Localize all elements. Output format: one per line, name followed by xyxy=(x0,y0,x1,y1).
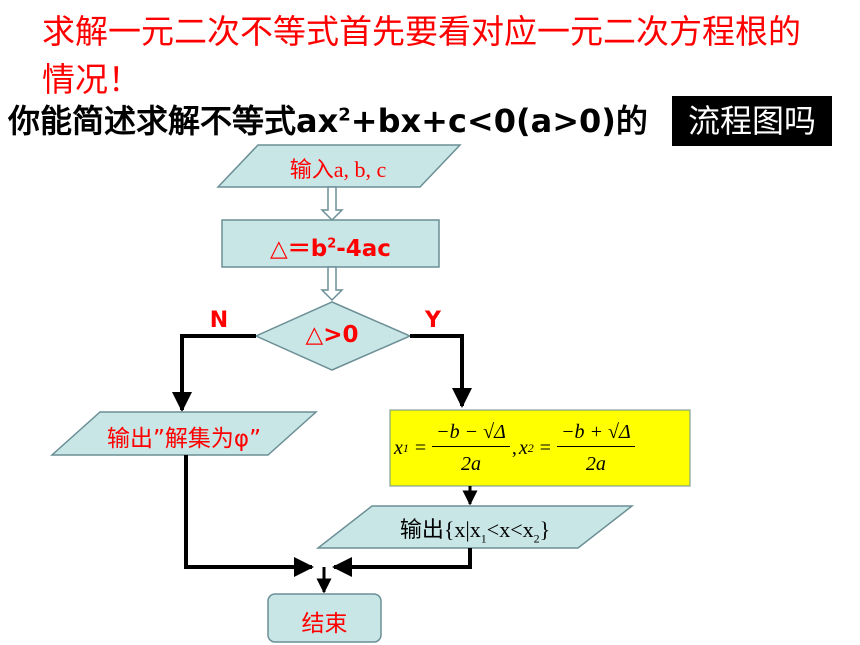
question-prefix: 你能简述求解不等式ax xyxy=(8,102,339,140)
x2-sub: 2 xyxy=(527,440,534,455)
right-merge-line xyxy=(332,548,472,577)
delta-label: △＝b2-4ac xyxy=(222,229,439,263)
x1-sub: 1 xyxy=(402,440,409,455)
output-range-label: 输出{x|x1<x<x2} xyxy=(345,512,605,546)
delta-suffix: -4ac xyxy=(336,236,391,262)
yes-branch-line xyxy=(410,334,472,408)
fraction-1-denominator: 2a xyxy=(461,452,482,475)
fraction-2-numerator: −b + √Δ xyxy=(557,421,635,447)
no-branch-line xyxy=(172,334,256,412)
fraction-1: −b − √Δ 2a xyxy=(432,421,510,476)
hollow-arrow-1 xyxy=(320,186,344,222)
output-range-text: 输出{x|x1<x<x2} xyxy=(399,517,551,546)
intro-text: 求解一元二次不等式首先要看对应一元二次方程根的情况！ xyxy=(42,12,801,99)
fraction-2: −b + √Δ 2a xyxy=(557,421,635,476)
yes-branch-label: Y xyxy=(425,308,441,333)
fraction-1-numerator: −b − √Δ xyxy=(432,421,510,447)
end-label: 结束 xyxy=(301,611,348,637)
output-range-c: } xyxy=(539,517,551,542)
comma: , xyxy=(511,436,517,459)
formula-box xyxy=(389,409,691,487)
output-range-b: <x<x xyxy=(486,517,534,542)
flowchart-tag: 流程图吗 xyxy=(672,96,832,146)
hollow-arrow-2 xyxy=(320,266,344,302)
question-text: 你能简述求解不等式ax2+bx+c<0(a>0)的 xyxy=(8,96,648,142)
no-branch-label: N xyxy=(209,308,229,333)
decision-label: △>0 xyxy=(305,322,359,348)
delta-prefix: △＝b xyxy=(270,236,328,262)
delta-sup: 2 xyxy=(327,236,337,252)
x1-var: x xyxy=(394,436,403,459)
output-range-sub1: 1 xyxy=(480,531,487,546)
decision-diamond xyxy=(254,301,412,371)
delta-box xyxy=(221,219,440,268)
output-range-shape xyxy=(315,505,635,549)
output-empty-label: 输出”解集为φ” xyxy=(106,426,261,452)
input-text: 输入a, b, c xyxy=(289,157,387,182)
question-sup: 2 xyxy=(338,104,351,126)
left-merge-line xyxy=(184,455,314,577)
x2-var: x xyxy=(518,436,528,459)
output-range-sub2: 2 xyxy=(533,531,540,546)
fraction-2-denominator: 2a xyxy=(585,452,606,475)
input-shape xyxy=(216,144,462,188)
eq-1: = xyxy=(414,436,427,459)
question-suffix: +bx+c<0(a>0)的 xyxy=(350,102,648,140)
output-empty-shape xyxy=(50,411,318,456)
output-range-a: 输出{x|x xyxy=(399,517,481,542)
input-label: 输入a, b, c xyxy=(258,152,418,184)
eq-2: = xyxy=(539,436,552,459)
end-box xyxy=(267,593,382,643)
